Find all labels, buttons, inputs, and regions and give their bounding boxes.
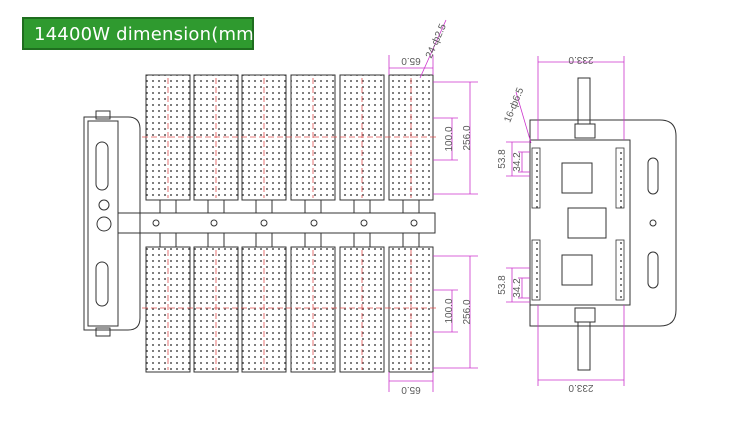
top-module-width-dim: 65.0 <box>401 55 421 66</box>
upper-outer-dim: 53.8 <box>497 149 508 169</box>
driver-housing <box>529 77 677 371</box>
lens-callout: 24-ф2.5 <box>423 21 449 60</box>
bottom-hole-spacing-dim: 100.0 <box>444 298 455 323</box>
left-dimension-lines <box>388 19 478 392</box>
top-width-dim: 233.0 <box>568 54 593 65</box>
right-view: 233.0 233.0 16-ф6.5 53.8 34.2 53.8 34.2 <box>497 54 677 393</box>
top-led-module-row <box>145 74 434 201</box>
top-module-height-dim: 256.0 <box>462 125 473 150</box>
crossbar <box>139 212 436 234</box>
title-text: 14400W dimension(mm): <box>34 24 268 45</box>
right-dimension-lines <box>506 56 625 386</box>
lower-outer-dim: 53.8 <box>497 275 508 295</box>
lower-inner-dim: 34.2 <box>512 278 523 298</box>
bottom-width-dim: 233.0 <box>568 382 593 393</box>
hole-callout: 16-ф6.5 <box>502 85 527 124</box>
bottom-led-module-row <box>145 246 434 373</box>
bottom-module-width-dim: 65.0 <box>401 384 421 395</box>
centerlines <box>142 78 437 370</box>
top-connectors <box>159 199 420 214</box>
bottom-module-height-dim: 256.0 <box>462 299 473 324</box>
bottom-connectors <box>159 232 420 248</box>
mounting-bracket <box>83 110 141 337</box>
top-hole-spacing-dim: 100.0 <box>444 126 455 151</box>
side-dot-strips <box>531 147 625 301</box>
upper-inner-dim: 34.2 <box>512 152 523 172</box>
title-banner: 14400W dimension(mm): <box>22 17 267 50</box>
left-view: 65.0 65.0 256.0 100.0 256.0 100.0 24-ф2.… <box>83 19 478 395</box>
